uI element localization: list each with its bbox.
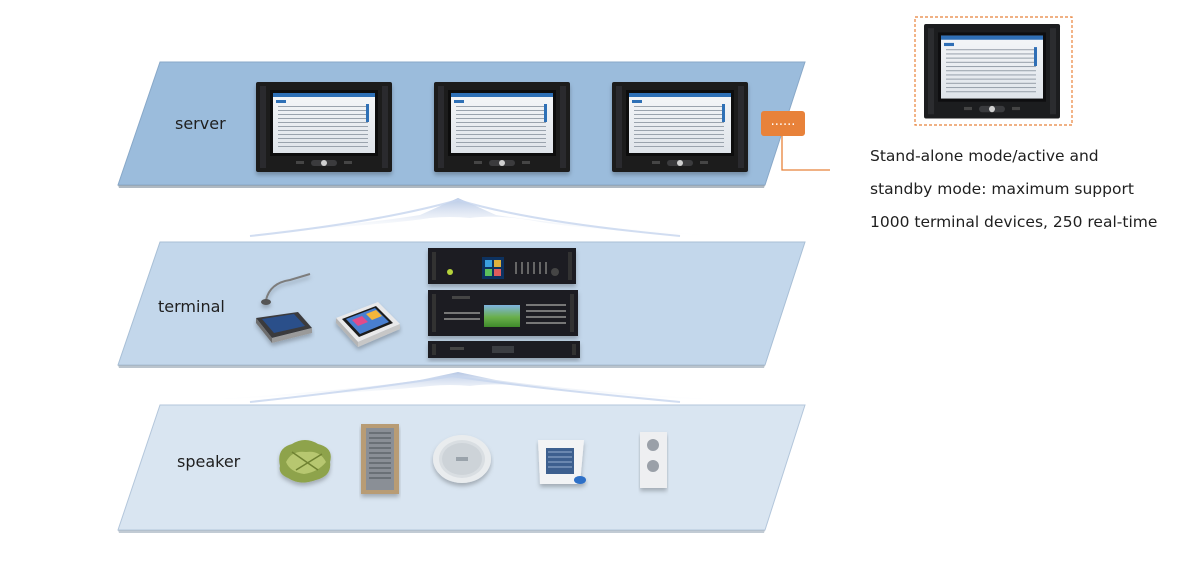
callout-connector [781, 135, 830, 171]
touch-panel-icon [336, 302, 400, 347]
sound-column-icon [640, 432, 667, 488]
column-speaker-icon [361, 424, 399, 494]
description-line: 1000 terminal devices, 250 real-time [870, 213, 1158, 231]
capacity-description: Stand-alone mode/active and standby mode… [870, 140, 1190, 239]
server-rack-icon [924, 24, 1060, 119]
ceiling-speaker-icon [433, 435, 491, 483]
description-line: standby mode: maximum support [870, 180, 1134, 198]
amplifier-icon [428, 290, 578, 336]
link-fan-terminal-server [170, 198, 760, 238]
speaker-layer-label: speaker [177, 452, 241, 471]
horn-speaker-icon [279, 440, 331, 483]
server-layer-label: server [175, 114, 226, 133]
amplifier-icon [428, 341, 580, 358]
wall-speaker-icon [538, 440, 586, 484]
link-fan-speaker-terminal [170, 372, 760, 402]
server-rack-icon [256, 82, 392, 172]
server-rack-icon [612, 82, 748, 172]
description-line: Stand-alone mode/active and [870, 147, 1099, 165]
more-button[interactable]: ...... [761, 111, 805, 136]
server-rack-icon [434, 82, 570, 172]
amplifier-icon [428, 248, 576, 284]
terminal-layer-label: terminal [158, 297, 225, 316]
paging-console-icon [256, 273, 312, 343]
